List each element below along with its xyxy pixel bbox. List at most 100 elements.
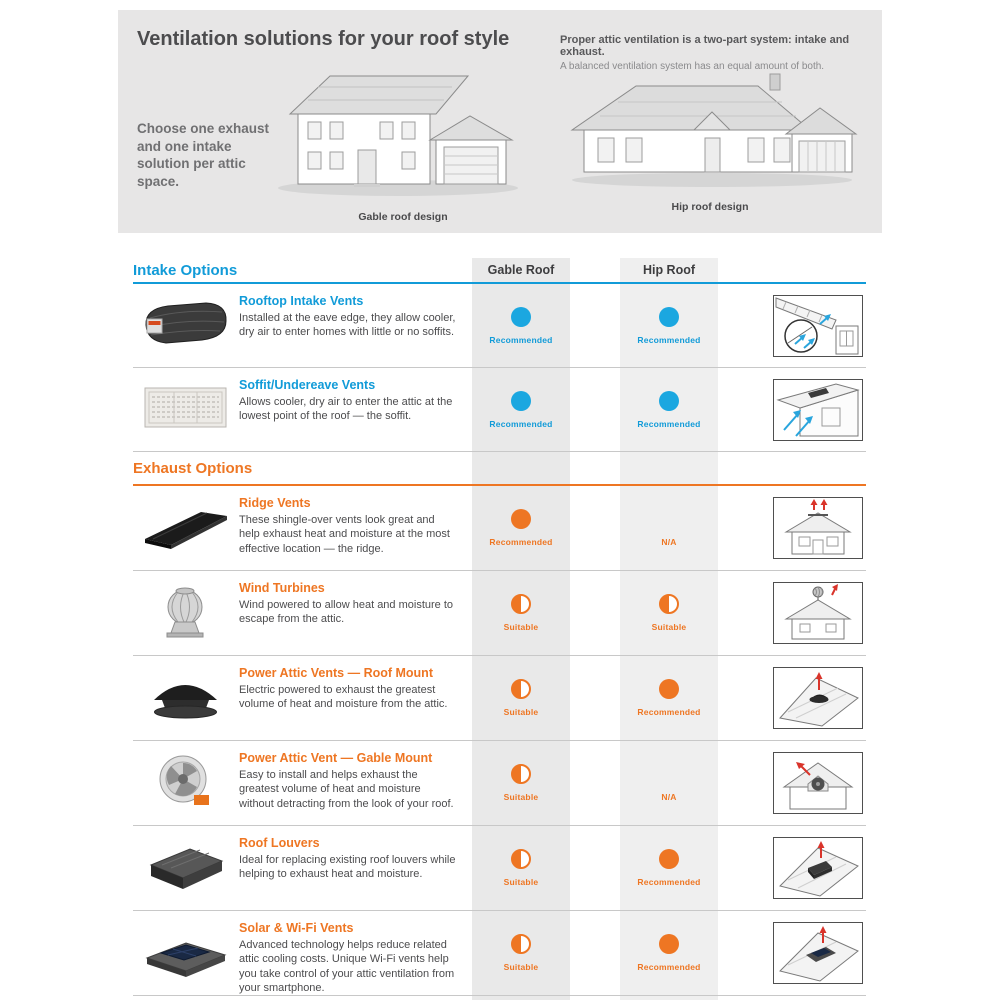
rating-cell: Recommended (620, 826, 718, 910)
exhaust-options-heading: Exhaust Options (133, 459, 253, 477)
rating-label: Recommended (637, 877, 701, 887)
product-photo-cell (133, 284, 237, 367)
gable-house-drawing (278, 75, 518, 196)
product-photo-cell (133, 656, 237, 740)
rating-label: N/A (661, 537, 677, 547)
column-spacer (718, 284, 770, 367)
wind-turbine-icon (138, 582, 233, 645)
rating-cell: Recommended (472, 486, 570, 570)
gable-mount-exhaust-illustration (772, 752, 863, 814)
row-illustration-cell (770, 656, 865, 740)
rating-dot (511, 764, 531, 784)
rating-dot (659, 849, 679, 869)
row-illustration-cell (770, 486, 865, 570)
rating-label: Recommended (489, 537, 553, 547)
column-spacer (570, 486, 620, 570)
row-title: Ridge Vents (239, 496, 311, 510)
row-title: Power Attic Vent — Gable Mount (239, 751, 433, 765)
hero-note-bold: Proper attic ventilation is a two-part s… (560, 34, 850, 58)
column-spacer (570, 911, 620, 995)
roof-mount-exhaust-illustration (772, 667, 863, 729)
ridge-exhaust-illustration (772, 497, 863, 559)
rating-cell: Suitable (472, 571, 570, 655)
column-spacer (570, 656, 620, 740)
power-attic-vent-roof-icon (138, 667, 233, 730)
rating-cell: Recommended (620, 368, 718, 451)
louver-exhaust-illustration (772, 837, 863, 899)
row-illustration-cell (770, 826, 865, 910)
hero-note: Proper attic ventilation is a two-part s… (560, 34, 860, 72)
row-illustration-cell (770, 911, 865, 995)
rating-label: Recommended (489, 418, 553, 429)
rating-label: Recommended (637, 418, 701, 429)
row-description: These shingle-over vents look great and … (239, 514, 450, 555)
rating-label: Suitable (651, 622, 687, 632)
hip-column-stripe (620, 258, 718, 1000)
row-title: Power Attic Vents — Roof Mount (239, 666, 433, 680)
turbine-exhaust-illustration (772, 582, 863, 644)
product-photo-cell (133, 911, 237, 995)
row-illustration-cell (770, 741, 865, 825)
comparison-table: Intake Options Gable Roof Hip Roof Rooft… (133, 258, 866, 1000)
gable-roof-caption: Gable roof design (358, 211, 448, 223)
page-title: Ventilation solutions for your roof styl… (137, 28, 510, 50)
solar-vent-icon (138, 922, 233, 985)
rating-cell: Recommended (472, 284, 570, 367)
column-spacer (570, 368, 620, 451)
rating-cell: N/A (620, 486, 718, 570)
row-description: Allows cooler, dry air to enter the atti… (239, 396, 453, 423)
row-description: Ideal for replacing existing roof louver… (239, 854, 456, 881)
rating-cell: Recommended (620, 656, 718, 740)
rating-label: Recommended (637, 334, 701, 345)
rating-dot (659, 679, 679, 699)
rating-label: Suitable (503, 707, 539, 717)
rating-cell: Suitable (620, 571, 718, 655)
rating-dot (659, 306, 679, 327)
rating-cell: N/A (620, 741, 718, 825)
rating-label: Suitable (503, 622, 539, 632)
house-illustrations: Gable roof design (258, 54, 860, 223)
product-photo-cell (133, 571, 237, 655)
rating-dot (511, 509, 531, 529)
row-title: Roof Louvers (239, 836, 320, 850)
row-description: Advanced technology helps reduce related… (239, 939, 455, 994)
row-illustration-cell (770, 368, 865, 451)
row-title: Wind Turbines (239, 581, 325, 595)
rating-label: Recommended (637, 962, 701, 972)
eave-intake-illustration (772, 294, 863, 357)
rating-cell: Recommended (472, 368, 570, 451)
rating-dot (511, 934, 531, 954)
row-illustration-cell (770, 284, 865, 367)
row-title: Soffit/Undereave Vents (239, 378, 376, 392)
choose-instruction: Choose one exhaust and one intake soluti… (137, 121, 270, 189)
rating-dot (511, 390, 531, 411)
rating-label: Recommended (637, 707, 701, 717)
rating-cell: Suitable (472, 826, 570, 910)
product-photo-cell (133, 486, 237, 570)
rating-cell: Recommended (620, 284, 718, 367)
column-spacer (570, 571, 620, 655)
power-attic-vent-gable-icon (138, 752, 233, 815)
rating-label: Suitable (503, 962, 539, 972)
gable-column-stripe (472, 258, 570, 1000)
solar-exhaust-illustration (772, 922, 863, 984)
rating-label: Recommended (489, 334, 553, 345)
row-description: Easy to install and helps exhaust the gr… (239, 769, 454, 810)
column-spacer (718, 826, 770, 910)
column-spacer (718, 486, 770, 570)
hip-house-block: Hip roof design (560, 54, 860, 223)
soffit-vent-icon (138, 378, 233, 441)
row-description: Electric powered to exhaust the greatest… (239, 684, 448, 711)
